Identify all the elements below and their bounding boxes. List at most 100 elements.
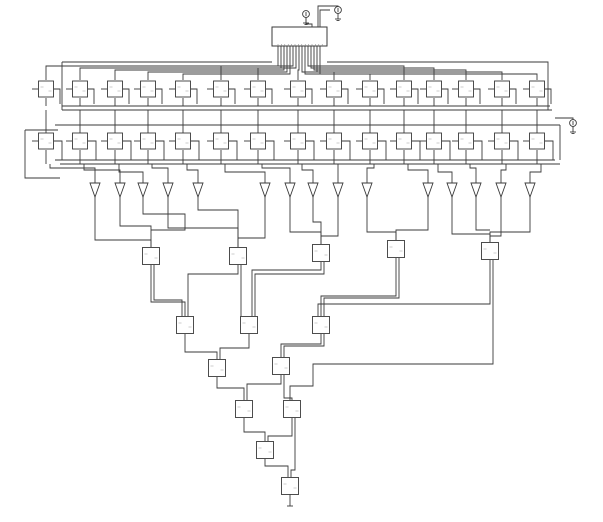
register-top-body [140, 80, 156, 98]
register-top-body [326, 80, 342, 98]
register-top [494, 80, 510, 98]
buffer-feed [469, 164, 477, 183]
control-line [220, 46, 294, 80]
register-bottom-body [426, 132, 442, 150]
stage1-feed [475, 202, 490, 231]
register-out [191, 88, 198, 104]
register-top [38, 80, 54, 98]
combine-stage4-block [235, 400, 253, 418]
register-bottom-body [250, 132, 266, 150]
buffer [192, 182, 204, 199]
stage3-feed [280, 334, 322, 357]
buffer-feed [83, 164, 121, 183]
combine-stage1-block [142, 247, 160, 265]
register-bottom [494, 132, 510, 150]
stage1-feed [167, 202, 239, 247]
stage4-feed [216, 377, 245, 400]
buffer-feed [118, 164, 144, 183]
stage2-feed [254, 262, 325, 316]
combine-stage2-block-body [312, 316, 330, 334]
register-bottom [140, 132, 156, 150]
combine-stage2-block-body [176, 316, 194, 334]
register-out [306, 140, 315, 160]
register-top [140, 80, 156, 98]
register-bottom [290, 132, 306, 150]
stage5-feed [267, 418, 293, 441]
combine-stage4-block [283, 400, 301, 418]
control-line [147, 46, 288, 80]
buffer [422, 182, 434, 199]
register-out [156, 140, 165, 160]
combine-stage1-block [481, 242, 499, 260]
buffer [162, 182, 174, 199]
register-out [88, 140, 97, 160]
combine-stage2-block-body [240, 316, 258, 334]
component-layer [38, 6, 577, 495]
stage3-feed [184, 334, 218, 359]
stage1-feed [489, 202, 531, 242]
buffer-feed [366, 164, 375, 183]
register-top [529, 80, 545, 98]
stage4-feed [283, 375, 293, 400]
buffer [446, 182, 458, 199]
wire-layer [24, 5, 574, 507]
buffer-feed [529, 164, 542, 183]
control-line [45, 46, 279, 80]
buffer-feed [49, 164, 96, 183]
register-out [191, 140, 200, 160]
stage1-feed [289, 202, 322, 244]
stage2-feed [251, 262, 322, 316]
buffer-feed [151, 164, 169, 183]
control-line [79, 46, 282, 80]
register-out [442, 88, 449, 104]
register-top [250, 80, 266, 98]
buffer-feed [301, 164, 314, 183]
control-line [114, 46, 285, 80]
buffer [89, 182, 101, 199]
source-wire [319, 9, 330, 27]
register-bottom-body [107, 132, 123, 150]
stage2-feed [150, 265, 186, 316]
register-top-body [426, 80, 442, 98]
combine-stage3-block [272, 357, 290, 375]
register-out [474, 140, 483, 160]
buffer-feed [224, 164, 266, 183]
buffer [259, 182, 271, 199]
register-bottom-body [72, 132, 88, 150]
buffer [332, 182, 344, 199]
register-out [412, 140, 421, 160]
control-line [297, 46, 300, 80]
control-line [304, 46, 371, 80]
register-top [175, 80, 191, 98]
register-bottom-body [458, 132, 474, 150]
register-out [123, 140, 132, 160]
frame-wire [327, 61, 549, 110]
combine-stage1-block-body [312, 244, 330, 262]
register-out [306, 88, 313, 104]
register-bottom [72, 132, 88, 150]
output-feed [290, 418, 296, 477]
register-bottom-body [140, 132, 156, 150]
combine-stage5-block [256, 441, 274, 459]
register-out [266, 88, 273, 104]
register-out [88, 88, 95, 104]
register-top [213, 80, 229, 98]
register-bottom [175, 132, 191, 150]
combine-stage4-block-body [235, 400, 253, 418]
stage2-feed [187, 265, 239, 316]
stage1-feed [142, 202, 186, 231]
register-bottom-body [290, 132, 306, 150]
stage1-feed [119, 202, 152, 247]
voltage-source [302, 10, 310, 25]
register-top-body [362, 80, 378, 98]
buffer [137, 182, 149, 199]
register-bottom-body [529, 132, 545, 150]
combine-stage1-block [229, 247, 247, 265]
combine-stage3-block-body [272, 357, 290, 375]
register-out [229, 140, 238, 160]
stage2-feed [153, 265, 183, 316]
register-top [426, 80, 442, 98]
register-top-body [107, 80, 123, 98]
controller-chip-body [271, 26, 328, 47]
